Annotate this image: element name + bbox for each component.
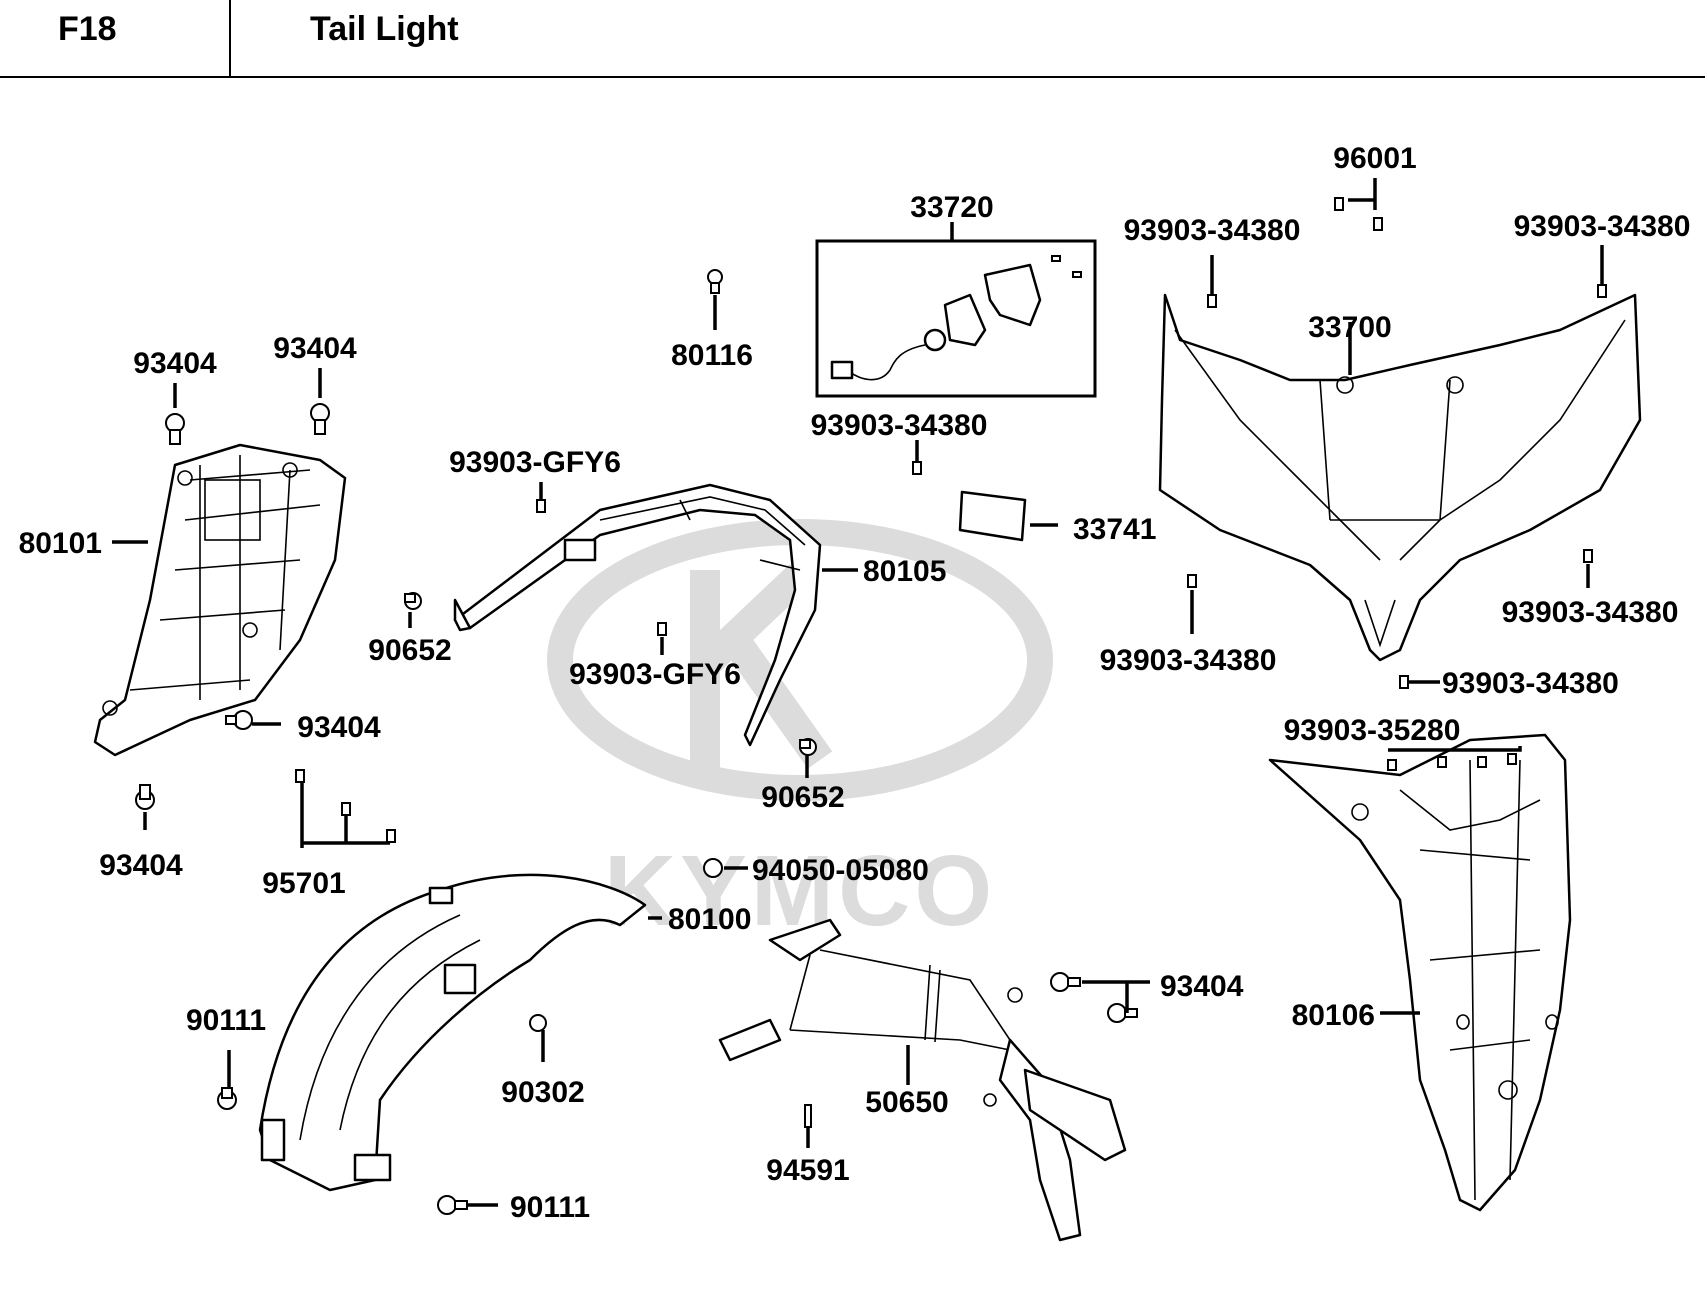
label-93903-GFY6: 93903-GFY6 <box>449 446 621 479</box>
part-50650-drawing <box>718 918 1127 1242</box>
label-93404: 93404 <box>297 711 381 744</box>
label-90652: 90652 <box>368 634 451 667</box>
label-90111: 90111 <box>510 1191 590 1224</box>
label-93903-34380: 93903-34380 <box>1514 210 1691 243</box>
watermark-text: KYMCO <box>604 835 996 947</box>
part-labels: 96001 33720 93903-34380 93903-34380 3370… <box>19 142 1691 1224</box>
part-80100-drawing <box>258 873 647 1192</box>
page-header: F18 Tail Light <box>0 0 1705 78</box>
part-80106-drawing <box>1268 733 1572 1212</box>
label-93404: 93404 <box>133 347 217 380</box>
section-code: F18 <box>58 10 117 48</box>
label-90652: 90652 <box>761 781 844 814</box>
part-33741-drawing <box>958 490 1027 542</box>
label-80106: 80106 <box>1292 999 1375 1032</box>
kymco-watermark: KYMCO <box>547 519 1053 947</box>
label-33720: 33720 <box>910 191 993 224</box>
label-95701: 95701 <box>262 867 345 900</box>
label-93903-34380: 93903-34380 <box>811 409 988 442</box>
label-80105: 80105 <box>863 555 946 588</box>
part-80101-drawing <box>93 443 347 757</box>
label-93903-34380: 93903-34380 <box>1442 667 1619 700</box>
label-90302: 90302 <box>501 1076 584 1109</box>
leader-lines <box>112 178 1604 1207</box>
label-94050-05080: 94050-05080 <box>752 854 929 887</box>
label-50650: 50650 <box>865 1086 948 1119</box>
label-96001: 96001 <box>1333 142 1416 175</box>
label-94591: 94591 <box>766 1154 849 1187</box>
label-93903-34380: 93903-34380 <box>1100 644 1277 677</box>
label-93903-GFY6: 93903-GFY6 <box>569 658 741 691</box>
label-93404: 93404 <box>99 849 183 882</box>
part-80105-drawing <box>453 483 822 747</box>
label-33741: 33741 <box>1073 513 1156 546</box>
label-80101: 80101 <box>19 527 102 560</box>
label-93903-34380: 93903-34380 <box>1502 596 1679 629</box>
label-33700: 33700 <box>1308 311 1391 344</box>
label-90111: 90111 <box>186 1004 266 1037</box>
label-93404: 93404 <box>273 332 357 365</box>
part-33700-drawing <box>1158 293 1642 662</box>
part-33720-kit <box>815 239 1097 398</box>
label-93404: 93404 <box>1160 970 1244 1003</box>
label-80116: 80116 <box>671 339 753 372</box>
label-80100: 80100 <box>668 903 751 936</box>
header-divider <box>229 0 231 78</box>
section-title: Tail Light <box>310 10 459 48</box>
label-93903-35280: 93903-35280 <box>1284 714 1461 747</box>
fasteners <box>135 197 1607 1215</box>
label-93903-34380: 93903-34380 <box>1124 214 1301 247</box>
